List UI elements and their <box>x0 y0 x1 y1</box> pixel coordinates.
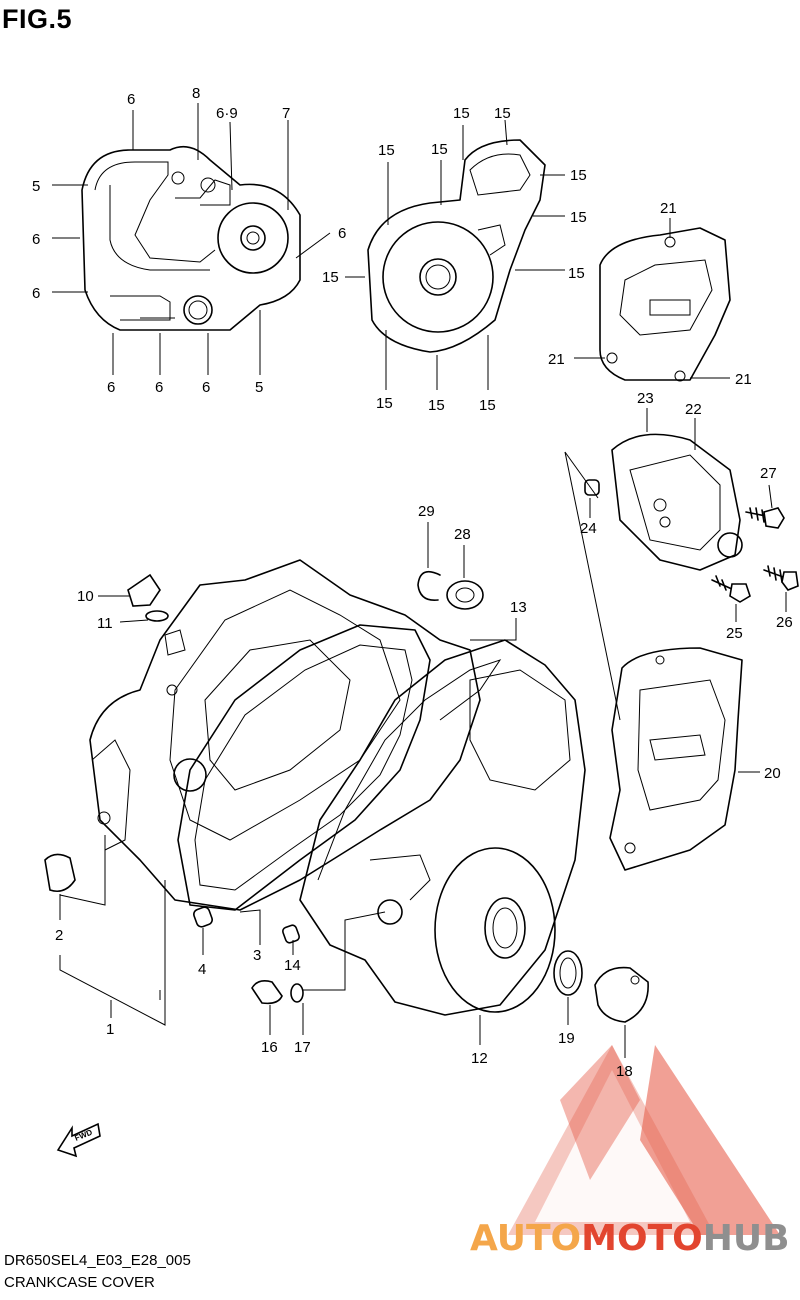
callout-label: 24 <box>580 520 597 537</box>
sprocket-cover-part <box>599 227 731 382</box>
callout-label: 15 <box>376 395 393 412</box>
callout-label: 20 <box>764 765 781 782</box>
callout-label: 26 <box>776 614 793 631</box>
leader-lines-clutch <box>52 103 331 375</box>
figure-title: FIG.5 <box>2 4 73 34</box>
callout-label: 7 <box>282 105 290 122</box>
callout-label: 21 <box>735 371 752 388</box>
callout-label: 6 <box>107 379 115 396</box>
small-parts <box>44 853 649 1023</box>
svg-text:AUTOMOTOHUB: AUTOMOTOHUB <box>470 1218 790 1259</box>
callout-label: 25 <box>726 625 743 642</box>
callout-label: 27 <box>760 465 777 482</box>
callout-label: 14 <box>284 957 301 974</box>
callout-label: 17 <box>294 1039 311 1056</box>
callout-labels: 6 8 6·9 7 5 6 6 6 6 6 6 5 15 15 15 15 15… <box>32 85 793 1080</box>
figure-code: DR650SEL4_E03_E28_005 <box>4 1252 191 1269</box>
callout-label: 6 <box>32 285 40 302</box>
callout-label: 4 <box>198 961 206 978</box>
crankcase-part <box>89 559 481 911</box>
crankcase-cover-part <box>299 639 586 1016</box>
leader-lines-sprocket <box>574 218 730 379</box>
callout-label: 6 <box>155 379 163 396</box>
callout-label: 15 <box>378 142 395 159</box>
callout-label: 6 <box>127 91 135 108</box>
callout-label: 6 <box>202 379 210 396</box>
callout-label: 15 <box>494 105 511 122</box>
callout-label: 10 <box>77 588 94 605</box>
callout-label: 3 <box>253 947 261 964</box>
leader-lines-release <box>564 408 787 721</box>
callout-label: 18 <box>616 1063 633 1080</box>
leader-lines-bearing <box>427 522 517 641</box>
callout-label: 15 <box>428 397 445 414</box>
watermark-part-1: AUTO <box>470 1218 581 1259</box>
callout-label: 19 <box>558 1030 575 1047</box>
callout-label: 16 <box>261 1039 278 1056</box>
watermark-part-3: HUB <box>703 1218 790 1259</box>
callout-label: 28 <box>454 526 471 543</box>
circlip-bearing-part <box>417 570 484 610</box>
watermark-logo-icon <box>508 1045 780 1235</box>
callout-label: 8 <box>192 85 200 102</box>
callout-label: 6·9 <box>216 105 238 122</box>
watermark-text: AUTOMOTOHUB <box>470 1218 790 1259</box>
callout-label: 2 <box>55 927 63 944</box>
callout-label: 15 <box>570 209 587 226</box>
watermark-part-2: MOTO <box>581 1218 703 1259</box>
callout-label: 15 <box>479 397 496 414</box>
callout-label: 6 <box>338 225 346 242</box>
clutch-cover-part <box>81 145 301 331</box>
callout-label: 6 <box>32 231 40 248</box>
callout-label: 13 <box>510 599 527 616</box>
callout-label: 22 <box>685 401 702 418</box>
magneto-cover-part <box>367 139 546 353</box>
callout-label: 21 <box>548 351 565 368</box>
leader-lines-magneto <box>345 119 565 390</box>
fwd-arrow-icon: FWD <box>56 1122 101 1158</box>
gasket-part <box>177 624 431 911</box>
callout-label: 15 <box>570 167 587 184</box>
callout-label: 15 <box>453 105 470 122</box>
leader-lines-lower <box>59 835 626 1058</box>
callout-label: 15 <box>322 269 339 286</box>
sprocket-guard-part <box>609 647 743 871</box>
callout-label: 23 <box>637 390 654 407</box>
callout-label: 12 <box>471 1050 488 1067</box>
callout-label: 15 <box>431 141 448 158</box>
oil-filler-cap-part <box>127 573 169 622</box>
callout-label: 11 <box>97 615 113 632</box>
callout-label: 5 <box>32 178 40 195</box>
callout-label: 5 <box>255 379 263 396</box>
callout-label: 15 <box>568 265 585 282</box>
leader-lines-cap <box>98 595 149 623</box>
figure-name: CRANKCASE COVER <box>4 1274 155 1291</box>
callout-label: 1 <box>106 1021 114 1038</box>
callout-label: 29 <box>418 503 435 520</box>
clutch-release-part <box>584 433 799 603</box>
callout-label: 21 <box>660 200 677 217</box>
